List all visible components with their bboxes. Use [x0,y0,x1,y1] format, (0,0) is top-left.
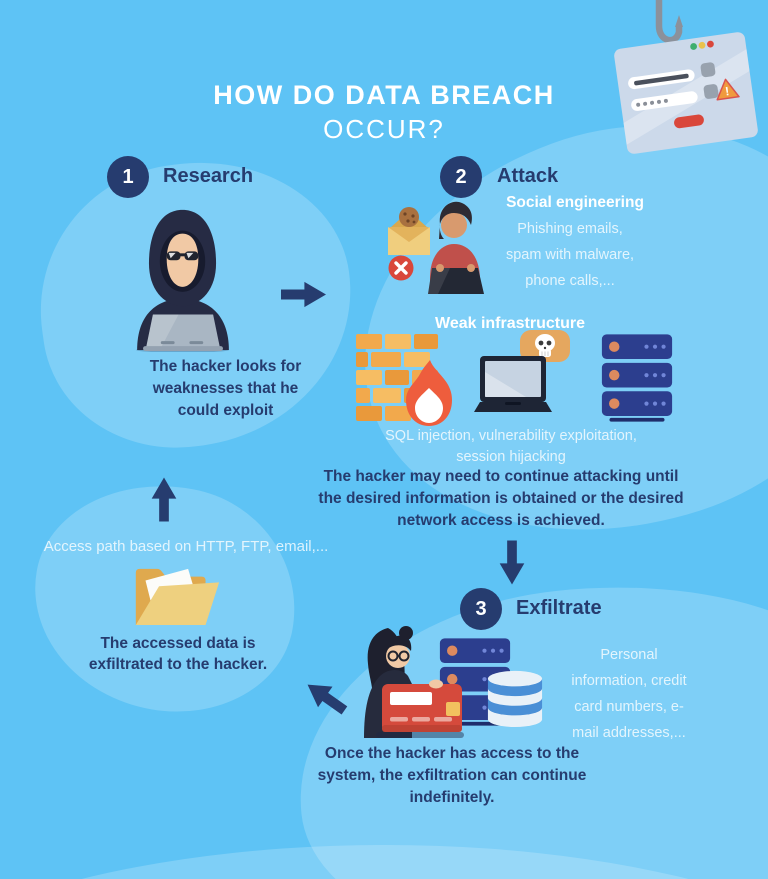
exfiltrate-note: Once the hacker has access to the system… [317,745,587,806]
window-dot-yellow [698,41,706,49]
svg-text:!: ! [724,84,730,98]
weak-infrastructure-heading: Weak infrastructure [435,315,585,332]
hacker-credit-card-icon [364,626,464,738]
malicious-email-icon [388,207,430,255]
open-folder-icon [135,568,220,626]
warning-triangle-icon: ! [716,78,740,101]
laptop-icon [143,314,223,352]
step-3-number: 3 [460,588,502,630]
access-path-caption: Access path based on HTTP, FTP, email,..… [43,538,329,555]
server-stack-icon [601,334,673,422]
phishing-window-hook-icon: ! [614,0,758,154]
phishing-person-laptop-icon [388,201,484,294]
flame-icon [406,360,452,426]
submit-button-icon [674,114,704,129]
step-1-description: The hacker looks for weaknesses that he … [149,358,302,419]
step-2-number: 2 [440,156,482,198]
login-window-icon: ! [614,32,758,154]
database-icon [487,670,543,727]
arrow-right-icon [281,281,326,308]
sunglasses-icon [166,251,199,261]
infected-laptop-icon [474,356,552,412]
arrow-up-left-icon [307,684,348,715]
title-line-2: OCCUR? [323,114,445,144]
attacker-person-icon [428,201,484,294]
hooded-hacker-laptop-icon [136,209,229,352]
return-path-note: The accessed data is exfiltrated to the … [88,635,268,673]
step-1-label: Research [163,165,254,187]
window-dot-red [707,40,714,48]
title-line-1: HOW DO DATA BREACH [213,80,555,110]
step-3-label: Exfiltrate [516,597,602,619]
arrow-up-icon [151,477,177,522]
laptop-skull-malware-icon [474,330,570,412]
weak-infrastructure-detail: SQL injection, vulnerability exploitatio… [385,428,637,465]
fishing-hook-icon [655,0,683,44]
window-dot-green [690,43,698,50]
step-1-number: 1 [107,156,149,198]
error-x-icon [388,255,414,281]
step-2-label: Attack [497,165,559,187]
attack-note: The hacker may need to continue attackin… [318,468,684,529]
credit-card-icon [382,684,462,732]
social-engineering-detail: Phishing emails, spam with malware, phon… [505,221,635,289]
social-engineering-heading: Social engineering [506,194,644,211]
firewall-fire-icon [356,334,452,426]
exfiltrate-detail: Personal information, credit card number… [571,647,687,741]
arrow-down-icon [499,540,525,585]
